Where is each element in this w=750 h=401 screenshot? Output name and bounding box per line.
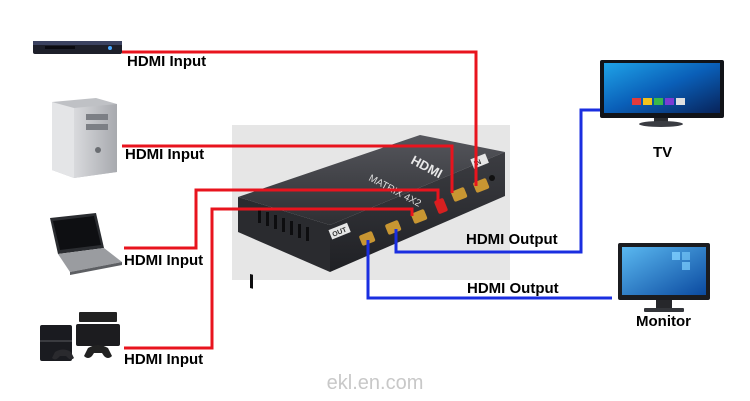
- device-top-face: [238, 135, 505, 225]
- input-cable-4: [124, 207, 414, 350]
- hdmi-ports: [359, 175, 495, 246]
- output-label-monitor: HDMI Output: [467, 280, 559, 297]
- output-label-tv: HDMI Output: [466, 231, 558, 248]
- device-vents: [250, 209, 309, 289]
- monitor-icon: [618, 243, 710, 312]
- desktop-pc-icon: [52, 98, 117, 178]
- hdmi-input-cables: [122, 50, 478, 350]
- tv-label: TV: [653, 144, 673, 161]
- output-cable-monitor: [366, 240, 612, 300]
- watermark: ekl.en.com: [326, 372, 424, 394]
- hdmi-matrix-switch: HDMI MATRIX 4X2 OUT IN: [238, 135, 505, 289]
- blu-ray-player-icon: [33, 41, 122, 54]
- game-console-icon: [40, 312, 120, 361]
- hdmi-output-cables: [366, 108, 612, 300]
- input-cable-1: [122, 50, 478, 186]
- input-label-4: HDMI Input: [124, 351, 204, 368]
- monitor-label: Monitor: [636, 313, 691, 330]
- svg-text:IN: IN: [473, 159, 482, 168]
- input-label-3: HDMI Input: [124, 252, 204, 269]
- input-cable-3: [124, 188, 440, 250]
- input-cable-2: [122, 144, 454, 193]
- input-label-2: HDMI Input: [125, 146, 205, 163]
- laptop-icon: [50, 213, 122, 275]
- input-label-1: HDMI Input: [127, 53, 207, 70]
- output-cable-tv: [394, 108, 600, 254]
- tv-icon: [600, 60, 724, 127]
